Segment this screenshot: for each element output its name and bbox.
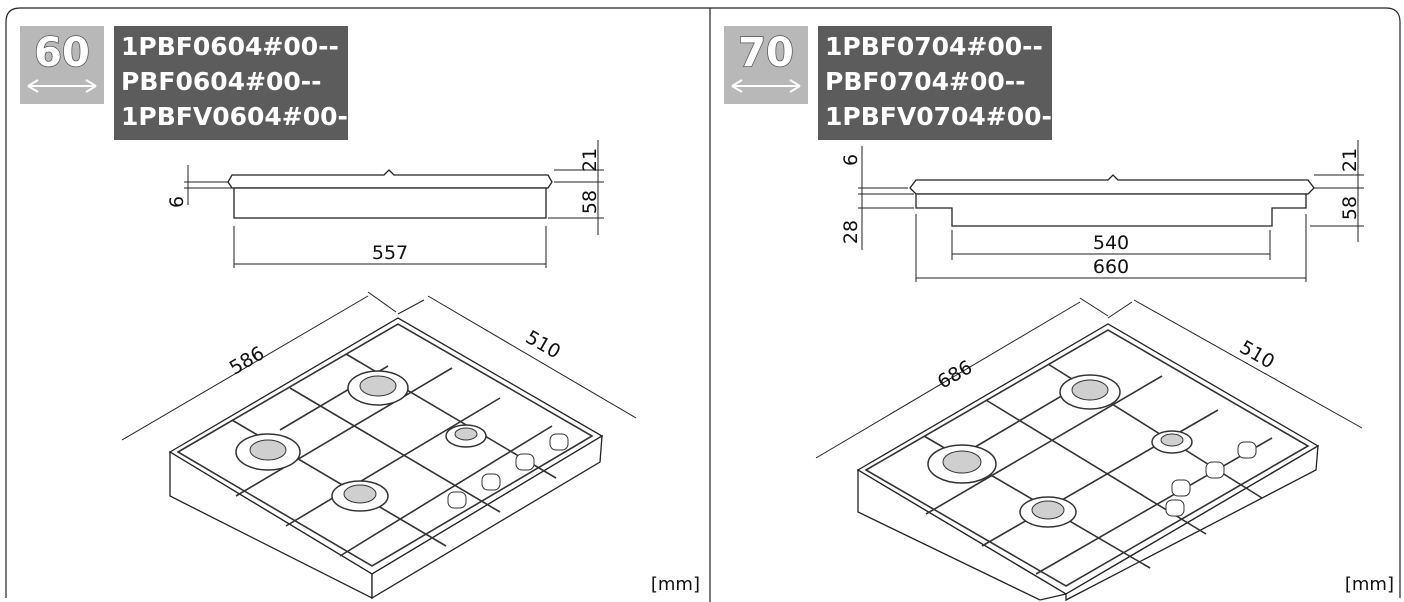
dim-inner-label: 540 — [1093, 232, 1129, 254]
model-list: 1PBF0604#00-- PBF0604#00-- 1PBFV0604#00-… — [114, 26, 358, 140]
control-knobs — [447, 433, 569, 509]
dim-width-label: 660 — [1093, 256, 1129, 278]
dim-step-label: 28 — [840, 220, 862, 244]
dim-width-label: 557 — [372, 242, 408, 264]
dim-height-label: 58 — [579, 190, 601, 214]
control-knobs — [1165, 441, 1257, 517]
panel-60: 60 1PBF0604#00-- PBF0604#00-- 1PBFV0604#… — [20, 26, 700, 600]
side-view-drawing: 21 58 6 28 540 660 — [840, 140, 1364, 282]
model-code: 1PBF0704#00-- — [825, 32, 1043, 61]
side-view-drawing: 21 58 6 557 — [166, 140, 604, 268]
dim-iso-width-label: 586 — [226, 342, 268, 379]
unit-label: [mm] — [1345, 574, 1394, 595]
dim-height-label: 58 — [1339, 196, 1361, 220]
outer-frame — [5, 7, 1401, 598]
model-code: PBF0604#00-- — [121, 67, 322, 96]
double-arrow-icon — [731, 79, 801, 93]
double-arrow-icon — [27, 79, 97, 93]
model-code: 1PBF0604#00-- — [121, 32, 339, 61]
model-code: PBF0704#00-- — [825, 67, 1026, 96]
panel-70: 70 1PBF0704#00-- PBF0704#00-- 1PBFV0704#… — [724, 26, 1394, 602]
width-badge: 70 — [724, 26, 808, 104]
unit-label: [mm] — [651, 574, 700, 595]
dim-rim-label: 6 — [840, 154, 862, 166]
model-code: 1PBFV0704#00-- — [825, 102, 1062, 131]
dim-top-label: 21 — [579, 148, 601, 172]
dim-top-label: 21 — [1339, 148, 1361, 172]
width-badge: 60 — [20, 26, 104, 104]
dim-iso-depth-label: 510 — [1236, 336, 1278, 373]
model-list: 1PBF0704#00-- PBF0704#00-- 1PBFV0704#00-… — [818, 26, 1062, 140]
dim-rim-label: 6 — [166, 196, 188, 208]
badge-label: 60 — [34, 30, 90, 76]
hob-iso-drawing: 686 510 — [815, 297, 1363, 602]
badge-label: 70 — [738, 30, 794, 76]
dim-iso-depth-label: 510 — [522, 326, 564, 363]
dim-iso-width-label: 686 — [934, 356, 976, 393]
hob-iso-drawing: 586 510 — [121, 291, 637, 600]
model-code: 1PBFV0604#00-- — [121, 102, 358, 131]
